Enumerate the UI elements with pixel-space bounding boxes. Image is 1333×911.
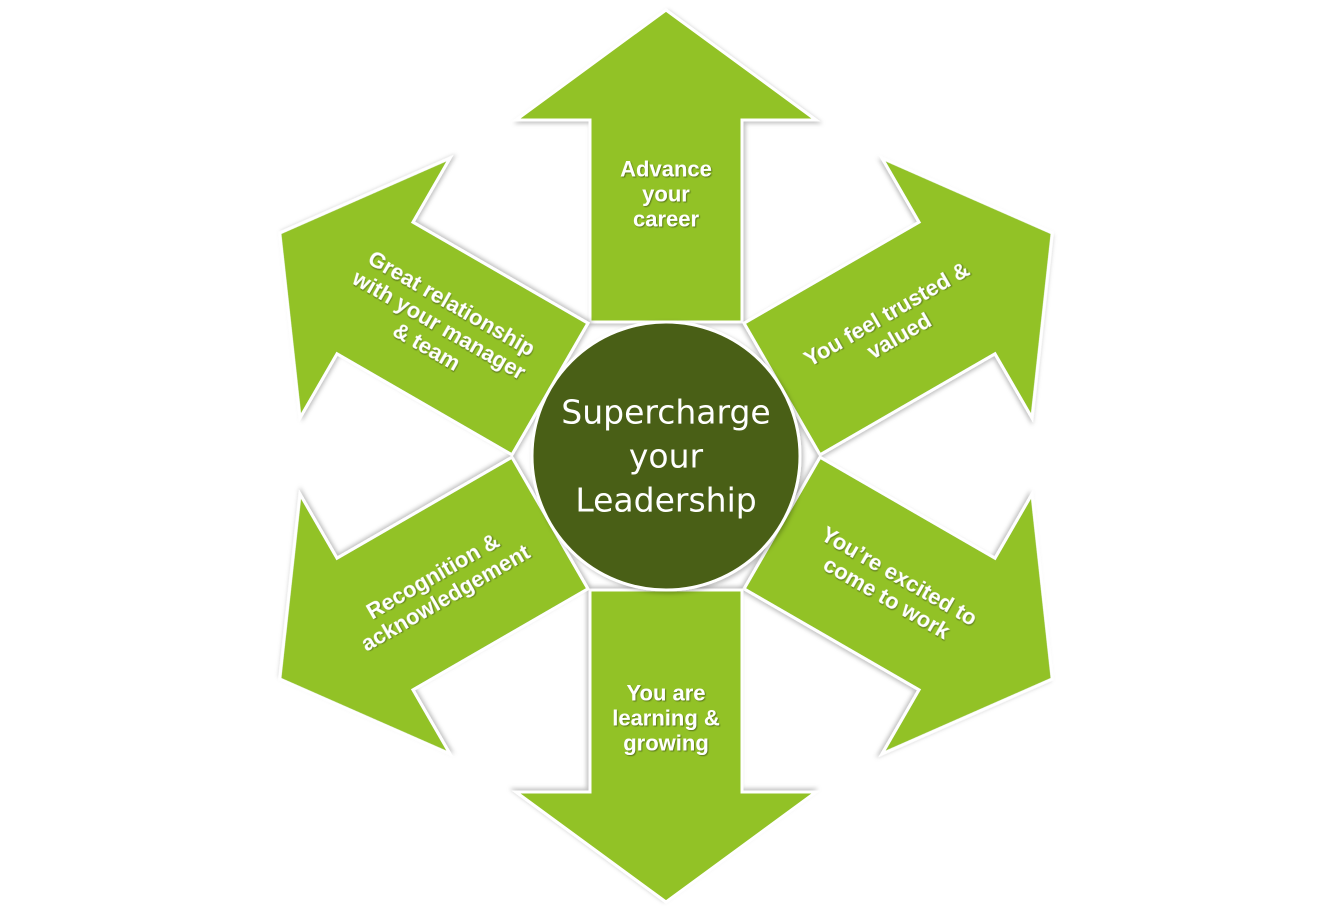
arrow-excited-work: You’re excited tocome to work	[741, 455, 1054, 758]
label-line: your	[629, 437, 704, 476]
arrow-advance-career-shape	[511, 8, 821, 324]
label-line: Leadership	[575, 481, 756, 520]
arrow-trusted-valued-shape	[741, 154, 1054, 457]
arrow-trusted-valued: You feel trusted &valued	[741, 154, 1054, 457]
label-line: Advance	[620, 157, 712, 182]
arrow-excited-work-shape	[741, 455, 1054, 758]
label-line: career	[633, 207, 700, 232]
label-line: Supercharge	[561, 393, 770, 432]
label-line: learning &	[612, 706, 720, 731]
arrow-recognition-shape	[278, 455, 591, 758]
arrow-recognition: Recognition &acknowledgement	[278, 455, 591, 758]
label-line: your	[642, 182, 690, 207]
arrow-relationship: Great relationshipwith your manager& tea…	[278, 154, 591, 457]
arrow-relationship-shape	[278, 154, 591, 457]
arrow-learning-growing-shape	[511, 588, 821, 904]
center-circle	[530, 320, 802, 592]
label-line: You are	[626, 681, 705, 706]
label-line: growing	[623, 731, 709, 756]
